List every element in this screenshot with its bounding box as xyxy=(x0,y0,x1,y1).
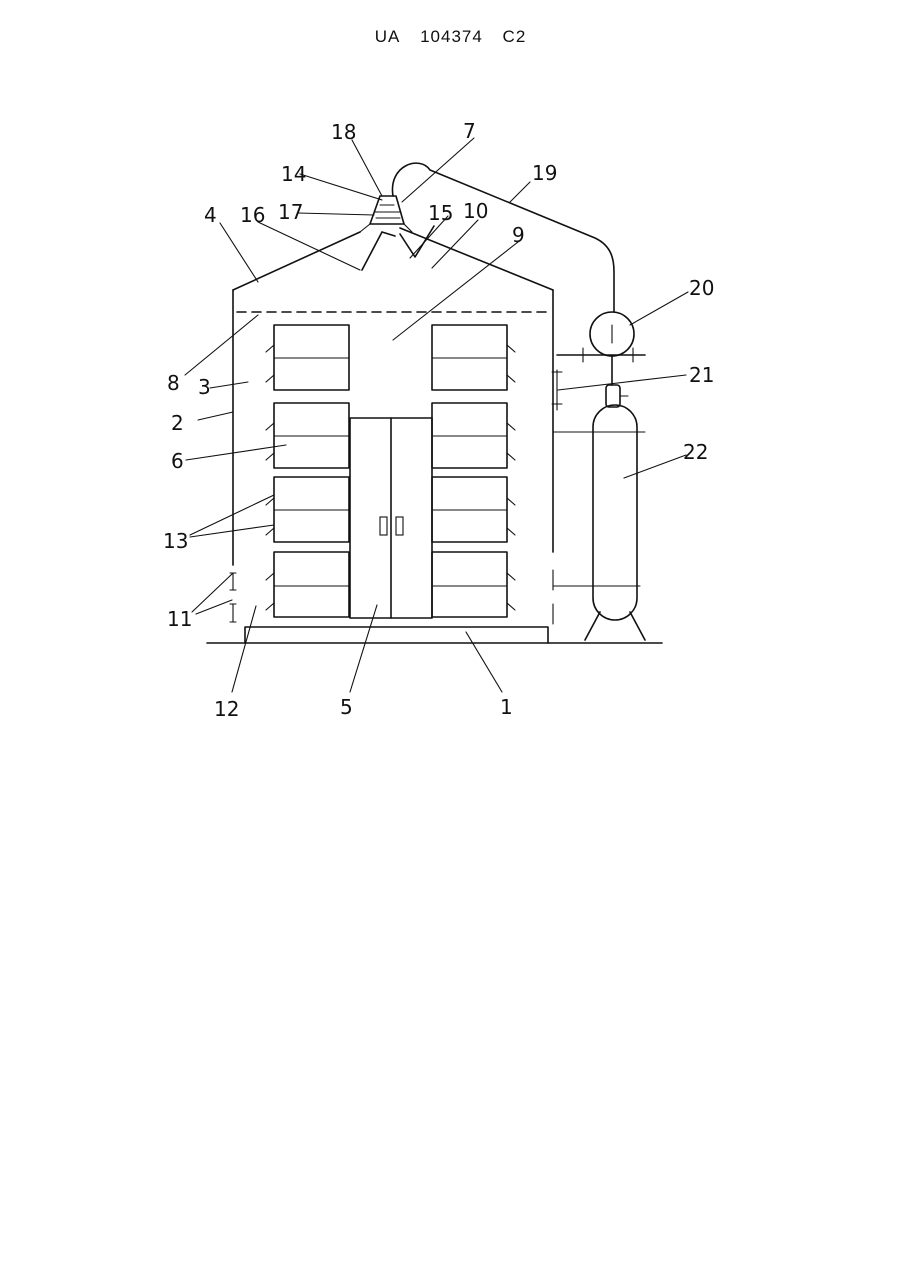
label-1: 1 xyxy=(500,695,513,719)
label-12: 12 xyxy=(214,697,239,721)
label-17: 17 xyxy=(278,200,303,224)
label-10: 10 xyxy=(463,199,488,223)
label-4: 4 xyxy=(204,203,217,227)
left-container-stack xyxy=(274,325,349,617)
door-handle-right xyxy=(396,517,403,535)
label-20: 20 xyxy=(689,276,714,300)
label-5: 5 xyxy=(340,695,353,719)
door-handle-left xyxy=(380,517,387,535)
cylinder-valve xyxy=(606,385,620,407)
label-22: 22 xyxy=(683,440,708,464)
deflector xyxy=(362,226,434,270)
label-9: 9 xyxy=(512,223,525,247)
label-19: 19 xyxy=(532,161,557,185)
nozzle-cap xyxy=(370,196,404,224)
label-3: 3 xyxy=(198,375,211,399)
gas-cylinder xyxy=(593,405,637,620)
cylinder-stand xyxy=(585,612,645,640)
label-14: 14 xyxy=(281,162,306,186)
label-8: 8 xyxy=(167,371,180,395)
label-6: 6 xyxy=(171,449,184,473)
label-16: 16 xyxy=(240,203,265,227)
label-13: 13 xyxy=(163,529,188,553)
label-11: 11 xyxy=(167,607,192,631)
label-15: 15 xyxy=(428,201,453,225)
roof xyxy=(233,228,553,290)
label-18: 18 xyxy=(331,120,356,144)
label-7: 7 xyxy=(463,119,476,143)
label-2: 2 xyxy=(171,411,184,435)
base-plate xyxy=(245,627,548,643)
label-21: 21 xyxy=(689,363,714,387)
right-container-stack xyxy=(432,325,507,617)
